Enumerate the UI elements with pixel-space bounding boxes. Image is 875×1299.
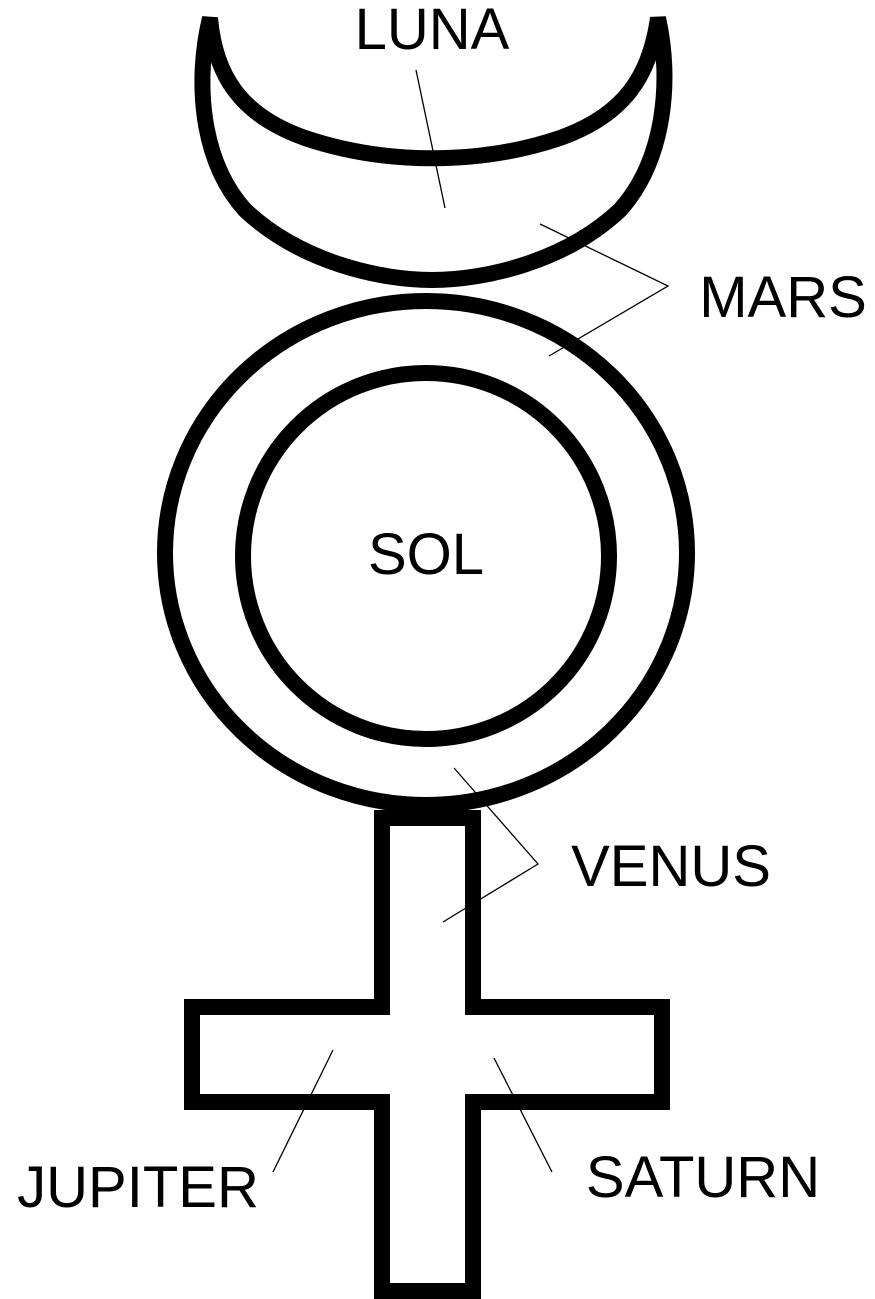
mars-label: MARS [699, 265, 867, 330]
luna-leader-line [415, 69, 446, 209]
inner-circle [235, 365, 617, 747]
jupiter-leader-line [272, 1049, 334, 1173]
saturn-label: SATURN [586, 1145, 820, 1210]
crescent-shape [194, 16, 673, 289]
cross-shape [184, 810, 670, 1299]
venus-leader-line [442, 767, 539, 923]
sol-label: SOL [368, 522, 484, 587]
venus-label: VENUS [571, 834, 771, 899]
saturn-leader-line [493, 1057, 553, 1173]
jupiter-label: JUPITER [17, 1155, 259, 1220]
luna-label: LUNA [355, 0, 510, 62]
mars-leader-line [539, 223, 670, 357]
outer-circle [157, 293, 695, 813]
